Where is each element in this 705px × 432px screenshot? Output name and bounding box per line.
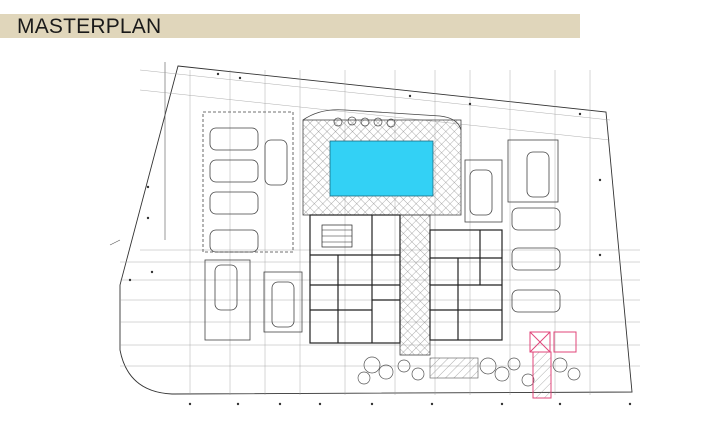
trees-top — [333, 116, 396, 128]
site-boundary — [109, 62, 633, 395]
page-title: MASTERPLAN — [17, 15, 162, 38]
elevation-markers — [128, 72, 632, 406]
parking-left — [202, 111, 303, 341]
trees-bottom — [357, 356, 581, 387]
highlight-gate — [529, 331, 577, 399]
swimming-pool — [329, 140, 434, 197]
building-right — [429, 229, 503, 341]
building-left — [309, 214, 401, 344]
title-bar: MASTERPLAN — [0, 14, 580, 38]
entrance-area — [429, 357, 479, 379]
parking-right — [464, 139, 561, 313]
